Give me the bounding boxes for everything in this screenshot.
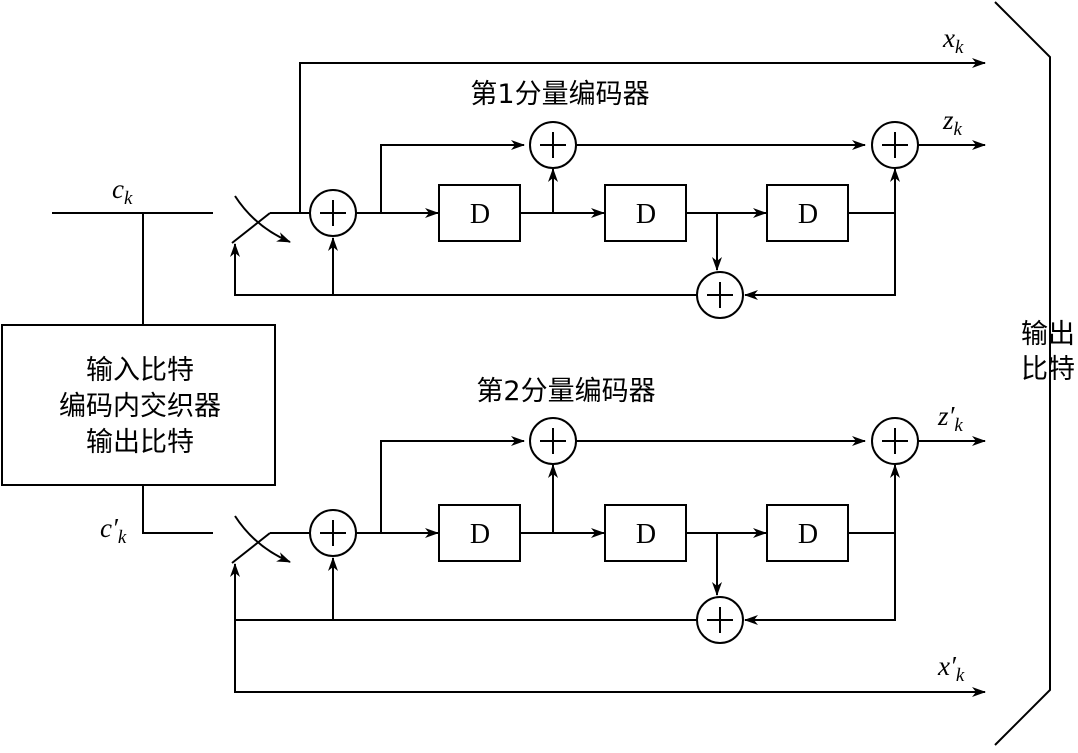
encoder2-input-label: c′k: [100, 513, 127, 548]
encoder2-parity-feed: [380, 436, 525, 533]
encoder2-title: 第2分量编码器: [476, 376, 655, 407]
output-label-line2: 比特: [1021, 354, 1075, 385]
interleaver-label-line1: 输入比特: [86, 355, 194, 386]
encoder2-feedback-to-switch: [230, 563, 697, 621]
output-label-line1: 输出: [1021, 319, 1075, 350]
encoder1-systematic-label: xk: [942, 23, 964, 58]
encoder2-switch-arm: [231, 532, 271, 564]
encoder1-title: 第1分量编码器: [470, 79, 649, 110]
encoder1-systematic-path: [299, 58, 986, 213]
encoder1-parity-label: zk: [942, 105, 963, 140]
encoder1-delay1-label: D: [470, 199, 490, 230]
encoder2-delay3-label: D: [798, 519, 818, 550]
output-bits: 输出 比特: [994, 1, 1075, 746]
encoder2-delay1-label: D: [470, 519, 490, 550]
output-bracket: [994, 1, 1051, 746]
interleaver-box: [1, 324, 276, 486]
encoder1: 第1分量编码器 ck xk D D D: [52, 23, 986, 319]
encoder2-switch-arrow: [234, 515, 291, 563]
encoder1-switch-arm: [231, 212, 271, 244]
interleaver-label-line3: 输出比特: [86, 427, 194, 458]
interleaver: 输入比特 编码内交织器 输出比特: [1, 324, 276, 486]
encoder1-input-label: ck: [112, 174, 133, 209]
encoder1-delay3-label: D: [798, 199, 818, 230]
encoder1-feedback-to-switch: [230, 243, 697, 296]
encoder2-parity-label: z′k: [937, 401, 963, 436]
encoder1-delay2-label: D: [636, 199, 656, 230]
encoder1-parity-feed: [380, 140, 525, 213]
encoder2-systematic-path: [234, 620, 986, 697]
encoder2: 第2分量编码器 c′k D D D z′k: [100, 376, 986, 697]
interleaver-label-line2: 编码内交织器: [59, 391, 221, 422]
interleaved-input-line: [142, 485, 213, 534]
encoder1-d3-feedback: [744, 213, 896, 300]
encoder2-systematic-label: x′k: [937, 651, 965, 686]
encoder2-delay2-label: D: [636, 519, 656, 550]
encoder2-d3-feedback: [744, 533, 896, 625]
encoder1-switch-arrow: [234, 195, 291, 243]
